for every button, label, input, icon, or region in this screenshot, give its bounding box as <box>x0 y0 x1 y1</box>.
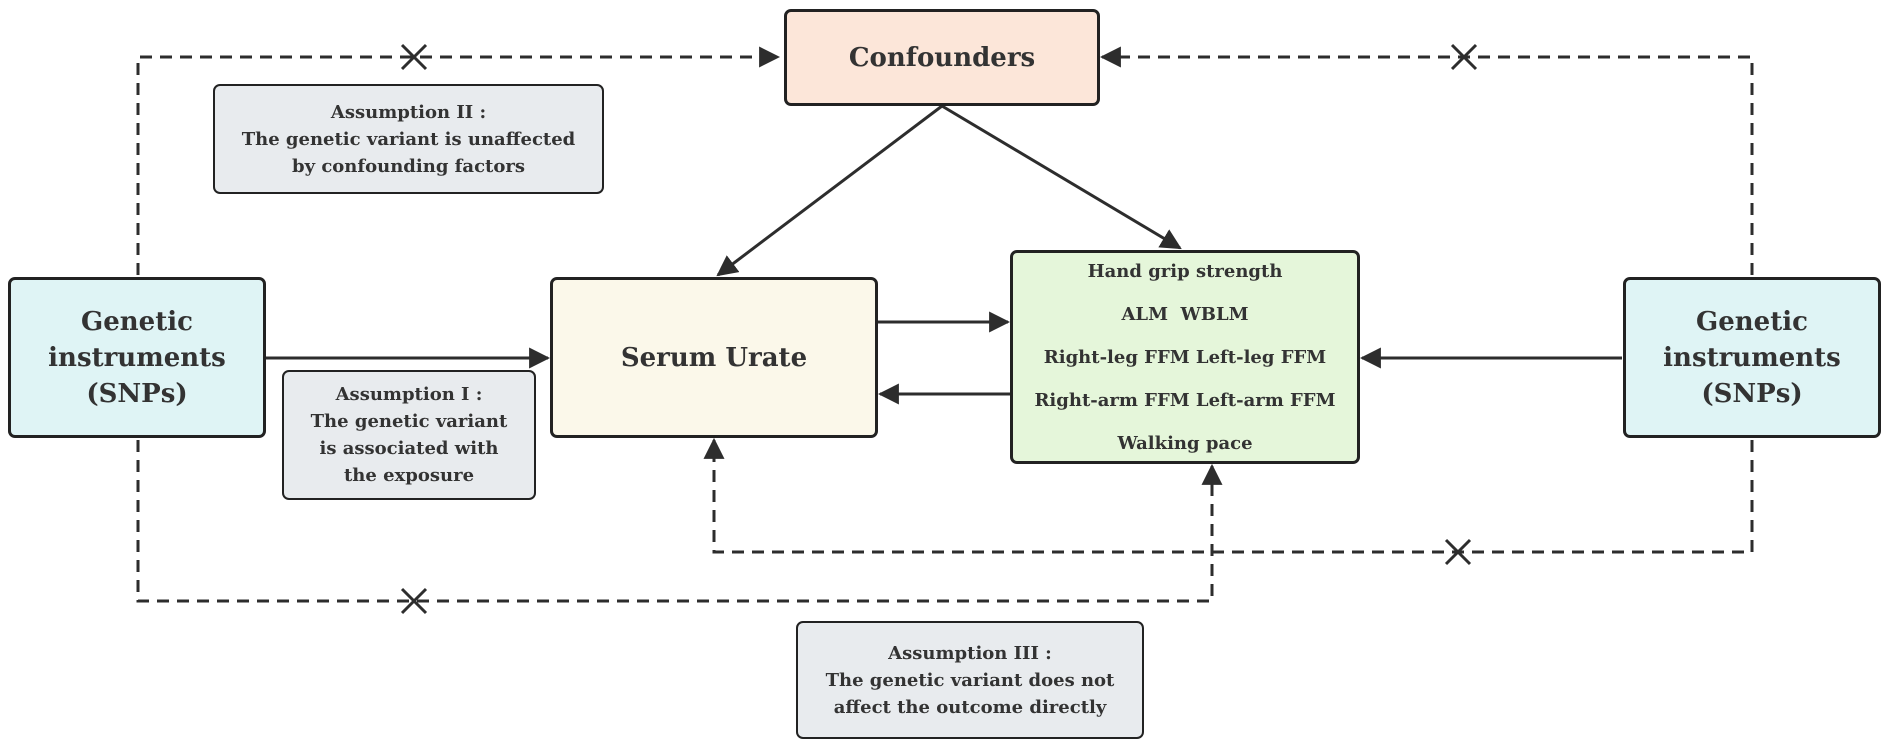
genetic-instruments-right-box: Genetic instruments (SNPs) <box>1623 277 1881 438</box>
outcome-leg-ffm: Right-leg FFM Left-leg FFM <box>1043 346 1327 368</box>
genetic-instruments-left-box: Genetic instruments (SNPs) <box>8 277 266 438</box>
genetic-right-line-1: Genetic <box>1696 306 1808 337</box>
x-mark-bottom-right <box>1444 538 1472 566</box>
outcome-hand-grip: Hand grip strength <box>1087 260 1283 282</box>
outcome-alm-wblm: ALM WBLM <box>1121 303 1249 325</box>
assumption-three-line-2: affect the outcome directly <box>833 696 1107 718</box>
dashed-left-genetic-to-confounders <box>136 46 781 275</box>
assumption-one-line-2: is associated with <box>319 438 499 459</box>
assumption-one-box: Assumption I : The genetic variant is as… <box>282 370 536 500</box>
genetic-left-line-2: instruments <box>48 342 226 373</box>
x-mark-bottom-left <box>400 587 428 615</box>
genetic-left-line-1: Genetic <box>81 306 193 337</box>
assumption-three-line-1: The genetic variant does not <box>825 669 1115 691</box>
confounders-label: Confounders <box>848 42 1036 73</box>
exposure-label: Serum Urate <box>620 342 808 373</box>
outcome-walking-pace: Walking pace <box>1117 432 1253 454</box>
assumption-three-box: Assumption III : The genetic variant doe… <box>796 621 1144 739</box>
dashed-left-genetic-to-outcome <box>136 440 1223 603</box>
assumption-two-title: Assumption II : <box>330 101 487 123</box>
assumption-three-title: Assumption III : <box>888 642 1052 664</box>
genetic-right-line-3: (SNPs) <box>1701 378 1803 409</box>
assumption-one-line-3: the exposure <box>343 465 475 486</box>
dashed-right-genetic-to-exposure <box>703 437 1754 554</box>
dashed-right-genetic-to-confounders <box>1099 46 1754 275</box>
genetic-left-line-3: (SNPs) <box>86 378 188 409</box>
genetic-right-line-2: instruments <box>1663 342 1841 373</box>
assumption-one-line-1: The genetic variant <box>310 411 508 432</box>
assumption-two-line-1: The genetic variant is unaffected <box>241 128 576 150</box>
assumption-two-box: Assumption II : The genetic variant is u… <box>213 84 604 194</box>
x-mark-top-right <box>1450 43 1478 71</box>
outcome-arm-ffm: Right-arm FFM Left-arm FFM <box>1034 389 1336 411</box>
arrow-confounders-to-outcome <box>941 104 1182 250</box>
assumption-two-line-2: by confounding factors <box>292 155 525 177</box>
outcomes-box: Hand grip strength ALM WBLM Right-leg FF… <box>1010 250 1360 464</box>
x-mark-top-left <box>400 43 428 71</box>
assumption-one-title: Assumption I : <box>335 384 483 405</box>
confounders-box: Confounders <box>784 9 1100 106</box>
exposure-box: Serum Urate <box>550 277 878 438</box>
arrow-confounders-to-exposure <box>716 104 943 277</box>
